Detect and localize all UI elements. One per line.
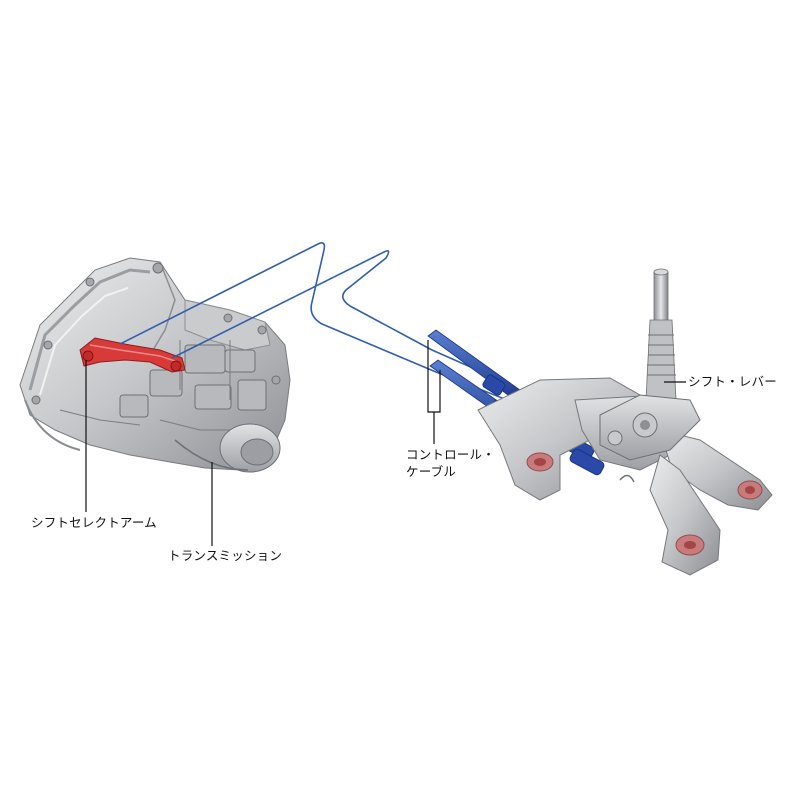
control-cables bbox=[119, 242, 521, 406]
shifter-assembly-illustration bbox=[477, 268, 773, 576]
transmission-illustration bbox=[19, 257, 291, 473]
label-shift-lever: シフト・レバー bbox=[688, 374, 777, 389]
shift-select-arm-highlight bbox=[79, 337, 186, 373]
leader-lines bbox=[85, 340, 686, 546]
label-control-cable-line1: コントロール・ bbox=[406, 447, 495, 462]
label-transmission: トランスミッション bbox=[168, 548, 283, 563]
label-control-cable-line2: ケーブル bbox=[406, 464, 457, 479]
label-control-cable: コントロール・ ケーブル bbox=[406, 446, 495, 480]
label-shift-select-arm: シフトセレクトアーム bbox=[31, 515, 157, 530]
